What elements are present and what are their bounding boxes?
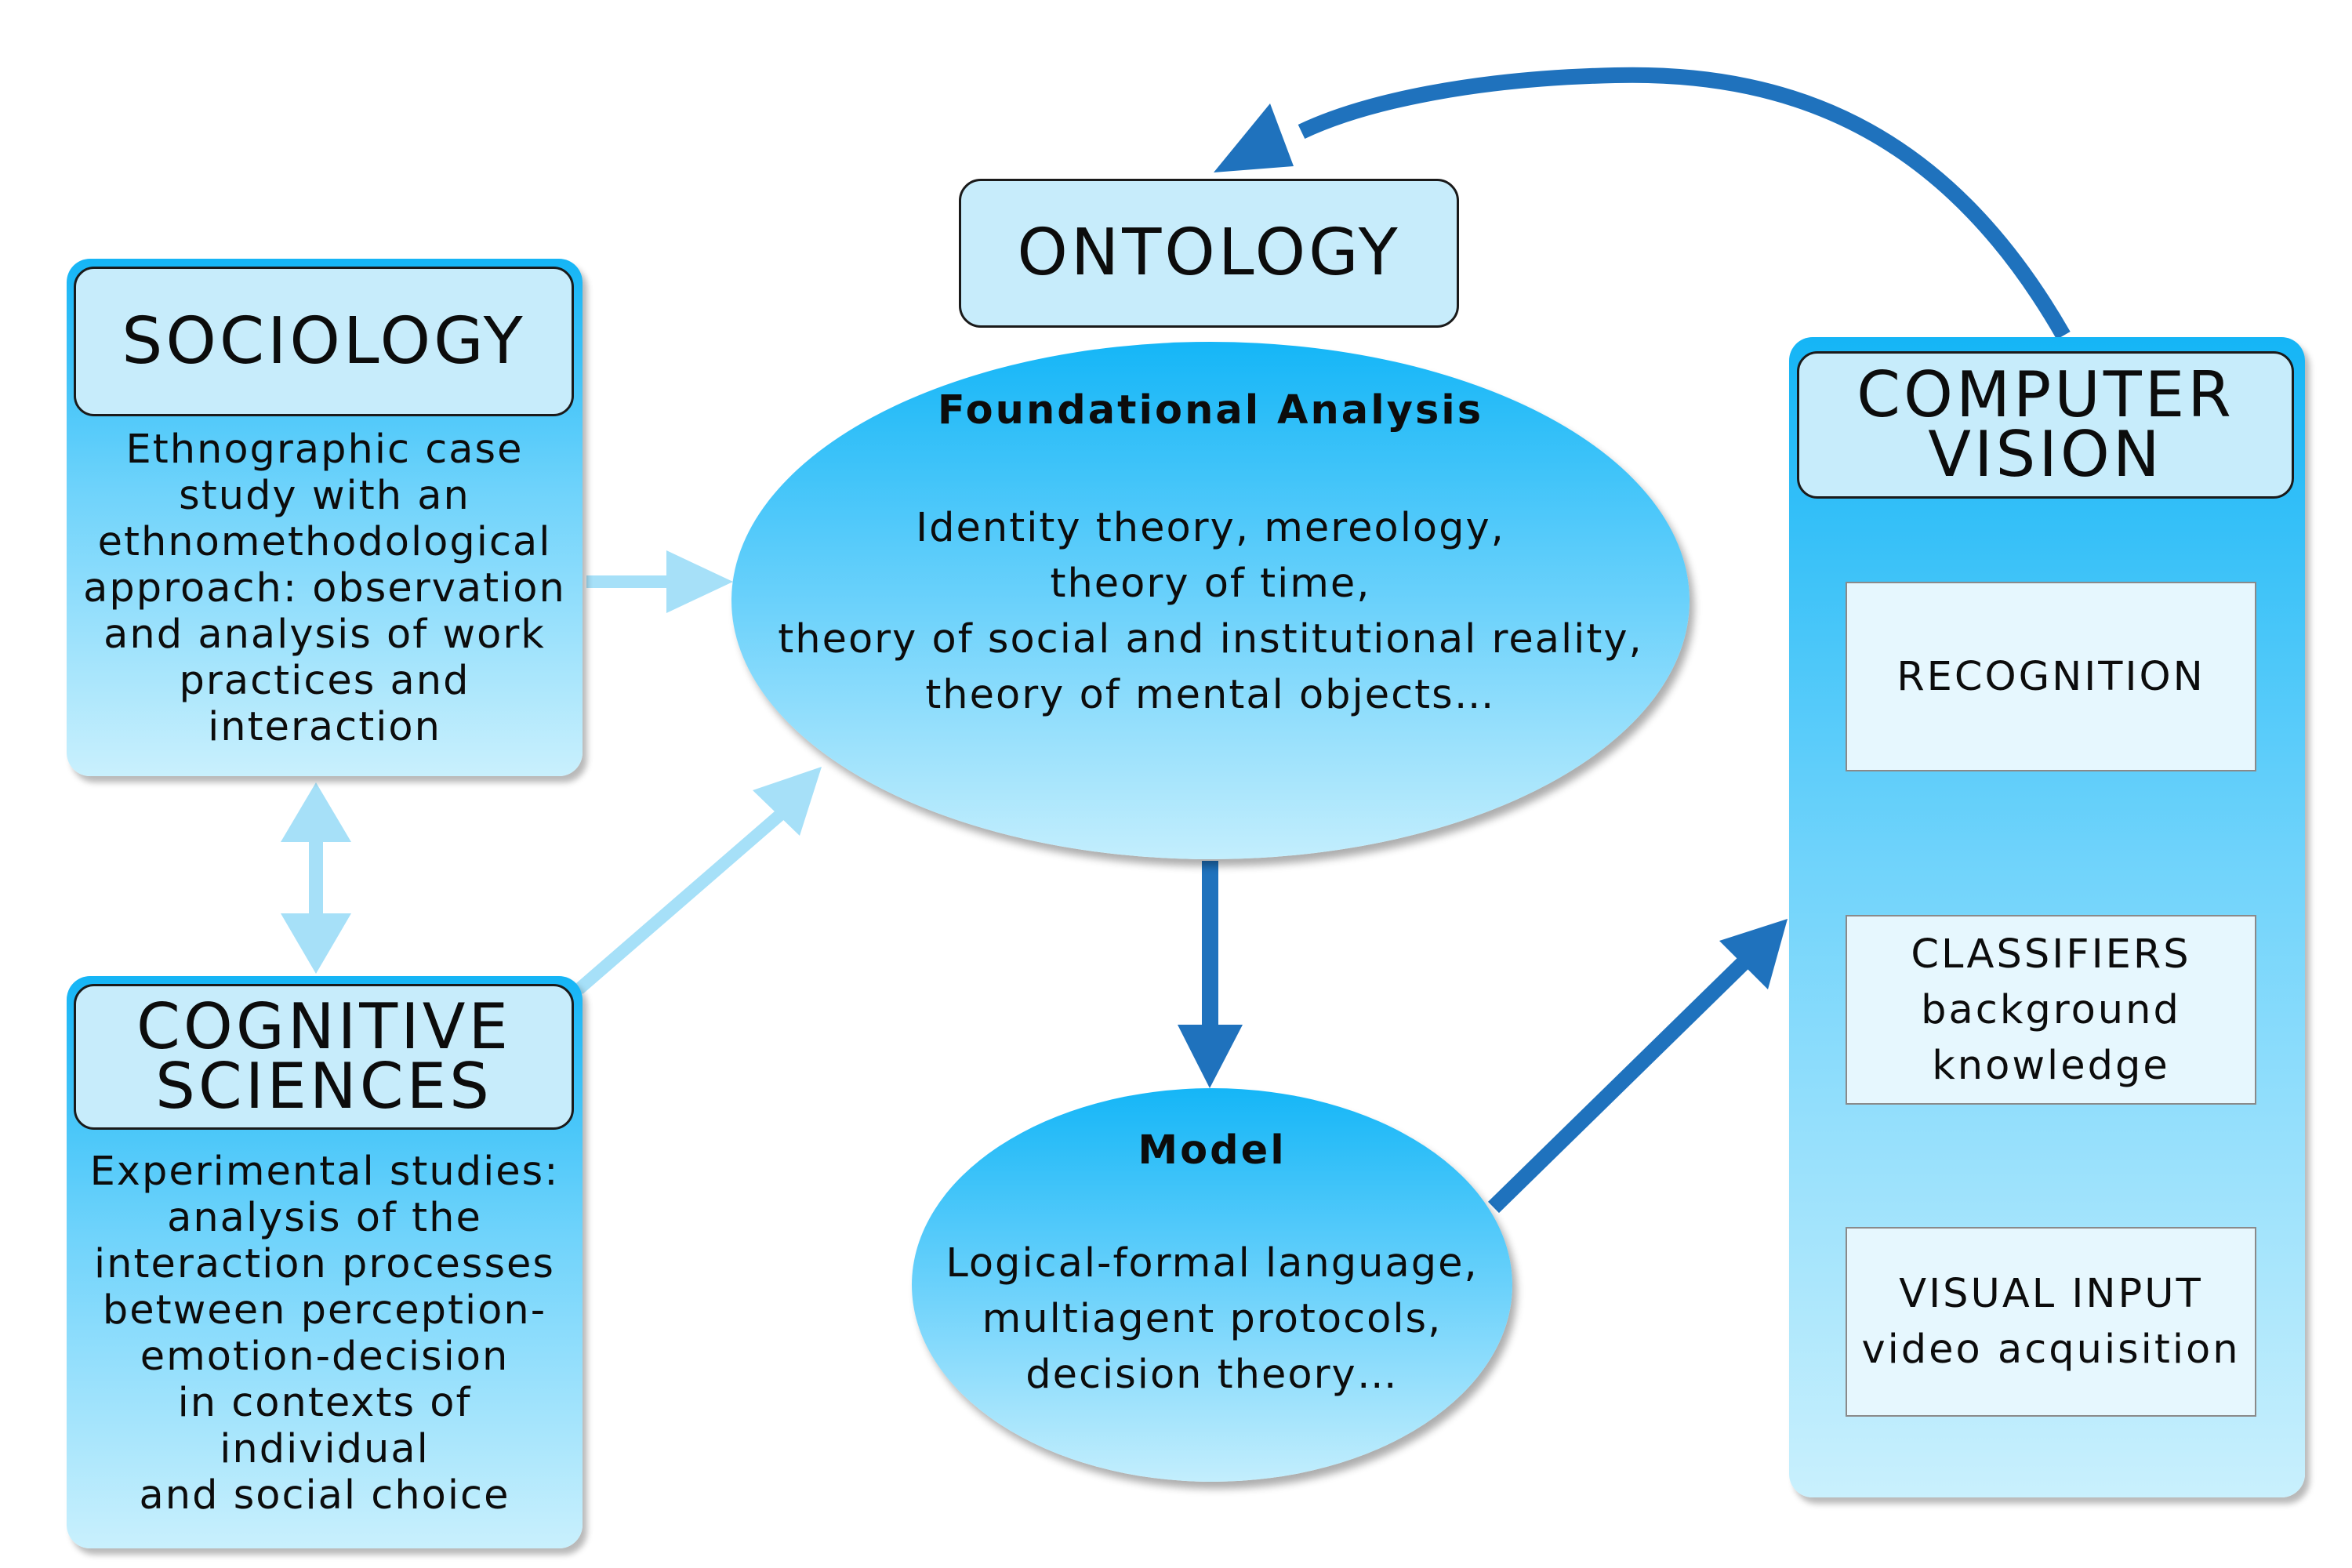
sociology-to-foundational-head [666,550,733,613]
cognitive-title-box: COGNITIVE SCIENCES [74,984,574,1130]
cognitive-title-line2: SCIENCES [155,1050,492,1123]
double-arrow-down-head [281,913,351,974]
foundational-heading: Foundational Analysis [937,387,1484,434]
cognitive-to-foundational-head [753,767,822,836]
sociology-to-foundational-shaft [586,575,670,588]
computer-vision-title-line1: COMPUTER [1857,358,2234,431]
foundational-text: Identity theory, mereology, theory of ti… [778,505,1643,718]
feedback-arrow-to-ontology [1298,67,2071,339]
computer-vision-title-line2: VISION [1928,418,2163,491]
classifiers-label: CLASSIFIERS background knowledge [1911,931,2191,1089]
sociology-panel: SOCIOLOGY Ethnographic case study with a… [67,259,583,776]
model-ellipse: Model Logical-formal language, multiagen… [912,1088,1512,1482]
classifiers-stage: CLASSIFIERS background knowledge [1846,915,2256,1105]
ontology-title: ONTOLOGY [1017,216,1401,290]
cognitive-to-foundational-shaft [574,806,789,995]
cognitive-title-line1: COGNITIVE [136,990,511,1063]
foundational-analysis-ellipse: Foundational Analysis Identity theory, m… [731,342,1690,859]
model-text: Logical-formal language, multiagent prot… [946,1240,1479,1398]
model-to-cv-arrowhead [1719,919,1788,989]
visual-input-stage: VISUAL INPUT video acquisition [1846,1227,2256,1417]
double-arrow-up-head [281,782,351,842]
model-to-cv-arrow [1488,952,1754,1214]
visual-input-label: VISUAL INPUT video acquisition [1861,1271,2241,1373]
recognition-stage: RECOGNITION [1846,582,2256,771]
sociology-title: SOCIOLOGY [122,303,526,379]
computer-vision-title-box: COMPUTER VISION [1797,351,2294,499]
cognitive-description: Experimental studies: analysis of the in… [89,1149,560,1519]
sociology-description: Ethnographic case study with an ethnomet… [83,426,566,750]
down-arrowhead [1178,1025,1243,1088]
feedback-arrowhead [1214,103,1294,172]
recognition-label: RECOGNITION [1896,653,2205,700]
down-arrow-shaft [1202,861,1218,1029]
ontology-box: ONTOLOGY [959,179,1459,328]
sociology-title-box: SOCIOLOGY [74,267,574,416]
cognitive-sciences-panel: COGNITIVE SCIENCES Experimental studies:… [67,976,583,1548]
model-heading: Model [1138,1127,1287,1174]
double-arrow-shaft [309,840,323,919]
